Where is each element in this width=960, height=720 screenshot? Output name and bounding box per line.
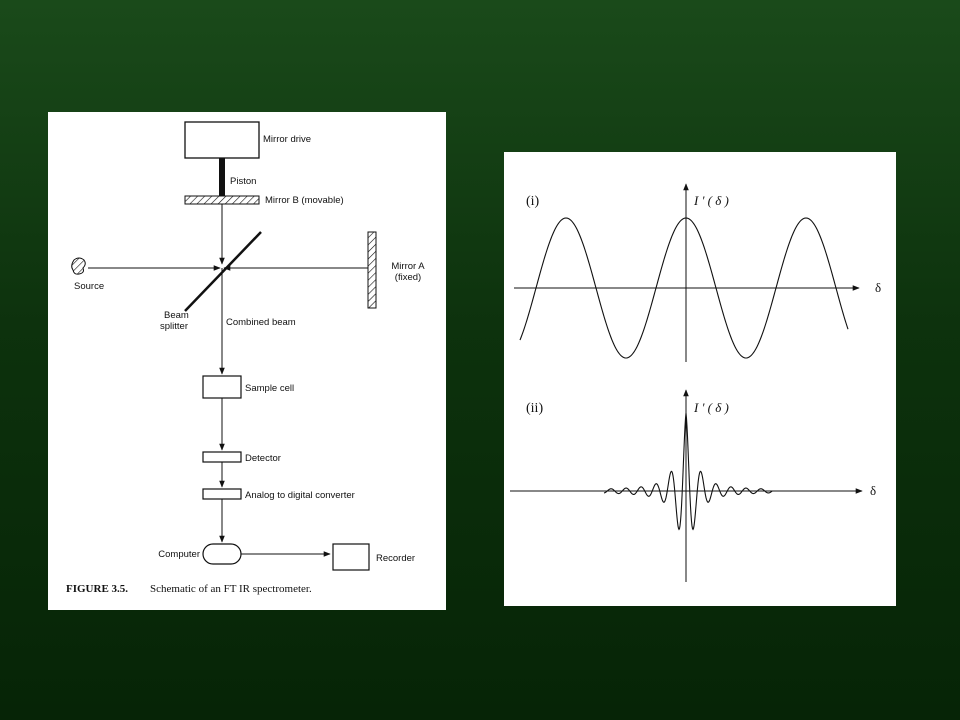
source-label: Source — [74, 281, 104, 292]
adc — [202, 488, 242, 500]
computer-label: Computer — [158, 549, 200, 560]
interferogram-panel: (i) I ' ( δ ) δ (ii) I ' ( δ ) δ — [504, 152, 896, 606]
mirror-b-label: Mirror B (movable) — [265, 195, 344, 206]
interferogram-diagram: (i) I ' ( δ ) δ (ii) I ' ( δ ) δ — [510, 183, 881, 582]
mirror-a — [367, 231, 377, 309]
computer — [202, 543, 242, 565]
detector — [202, 451, 242, 463]
figure-caption: Schematic of an FT IR spectrometer. — [150, 583, 312, 595]
plot-i-cosine-curve — [519, 217, 849, 359]
plot-ii-tag: (ii) — [526, 401, 543, 416]
mirror-b — [184, 195, 260, 205]
figure-number: FIGURE 3.5. — [66, 583, 128, 595]
adc-label: Analog to digital converter — [245, 490, 355, 501]
plot-i-tag: (i) — [526, 194, 540, 209]
ftir-schematic-panel: Mirror drive Piston Mirror B (movable) S… — [48, 112, 446, 610]
beam-splitter-label-1: Beam — [164, 310, 189, 321]
mirror-drive-box — [184, 121, 260, 159]
plot-i-xlabel: δ — [875, 280, 881, 295]
sample-cell — [202, 375, 242, 399]
combined-beam-label: Combined beam — [226, 317, 296, 328]
mirror-a-label-2: (fixed) — [395, 272, 421, 283]
piston — [219, 158, 225, 196]
beam-splitter — [184, 231, 262, 312]
beam-splitter-label-2: splitter — [160, 321, 188, 332]
detector-label: Detector — [245, 453, 281, 464]
plot-ii-xlabel: δ — [870, 483, 876, 498]
plot-i-ylabel: I ' ( δ ) — [693, 193, 729, 208]
mirror-drive-label: Mirror drive — [263, 134, 311, 145]
sample-cell-label: Sample cell — [245, 383, 294, 394]
piston-label: Piston — [230, 176, 256, 187]
plot-ii-interferogram-curve — [603, 412, 773, 531]
ftir-schematic-diagram: Mirror drive Piston Mirror B (movable) S… — [66, 121, 425, 595]
mirror-a-label-1: Mirror A — [391, 261, 425, 272]
recorder-label: Recorder — [376, 553, 415, 564]
plot-ii-ylabel: I ' ( δ ) — [693, 400, 729, 415]
source-icon — [71, 257, 86, 275]
recorder — [332, 543, 370, 571]
